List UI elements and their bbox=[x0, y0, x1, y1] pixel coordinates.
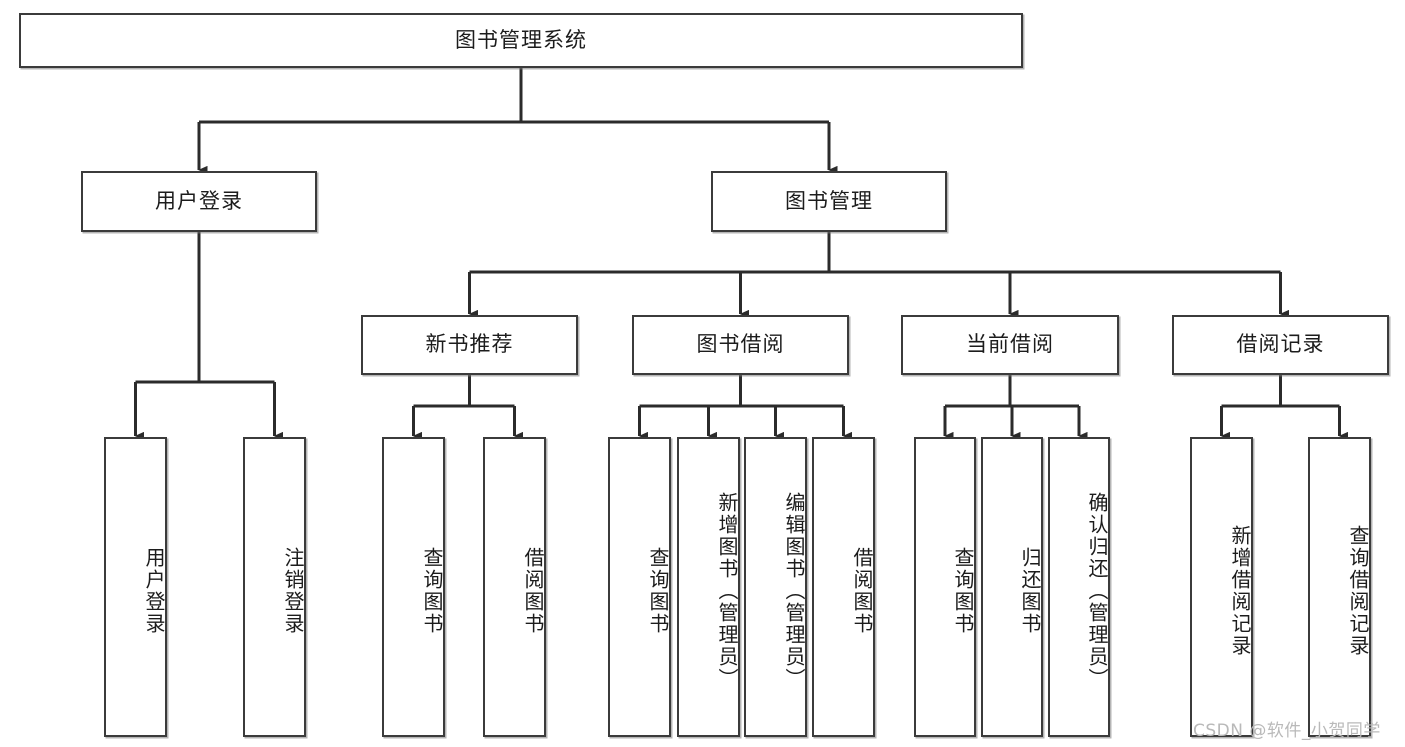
node-leaf-user-login-label: 用户登录 bbox=[142, 547, 166, 635]
node-leaf-rec-query-book[interactable]: 查询图书 bbox=[382, 437, 445, 737]
csdn-watermark: CSDN @软件_小贺同学 bbox=[1193, 721, 1381, 741]
node-book-borrow-label: 图书借阅 bbox=[696, 332, 785, 357]
node-leaf-user-logout-label: 注销登录 bbox=[281, 547, 305, 635]
node-leaf-cur-return-book[interactable]: 归还图书 bbox=[981, 437, 1043, 737]
node-leaf-borrow-add-book[interactable]: 新增图书（管理员） bbox=[677, 437, 740, 737]
node-root-label: 图书管理系统 bbox=[455, 27, 587, 52]
node-leaf-rec-borrow-book[interactable]: 借阅图书 bbox=[483, 437, 546, 737]
node-leaf-cur-confirm-return[interactable]: 确认归还（管理员） bbox=[1048, 437, 1110, 737]
node-leaf-user-logout[interactable]: 注销登录 bbox=[243, 437, 306, 737]
node-book-borrow[interactable]: 图书借阅 bbox=[632, 315, 849, 375]
node-leaf-borrow-edit-book-label: 编辑图书（管理员） bbox=[782, 492, 806, 690]
node-current-borrow[interactable]: 当前借阅 bbox=[901, 315, 1119, 375]
node-leaf-rec-add-record-label: 新增借阅记录 bbox=[1228, 525, 1252, 657]
node-user-login-label: 用户登录 bbox=[155, 188, 243, 213]
node-leaf-cur-query-book-label: 查询图书 bbox=[951, 547, 975, 635]
node-borrow-record-label: 借阅记录 bbox=[1236, 332, 1325, 357]
node-borrow-record[interactable]: 借阅记录 bbox=[1172, 315, 1389, 375]
node-leaf-rec-add-record[interactable]: 新增借阅记录 bbox=[1190, 437, 1253, 737]
node-leaf-user-login[interactable]: 用户登录 bbox=[104, 437, 167, 737]
node-new-book-rec-label: 新书推荐 bbox=[425, 332, 514, 357]
node-leaf-rec-query-record[interactable]: 查询借阅记录 bbox=[1308, 437, 1371, 737]
node-leaf-cur-confirm-return-label: 确认归还（管理员） bbox=[1085, 492, 1109, 690]
node-leaf-borrow-borrow-book-label: 借阅图书 bbox=[850, 547, 874, 635]
node-leaf-cur-query-book[interactable]: 查询图书 bbox=[914, 437, 976, 737]
node-book-manage-label: 图书管理 bbox=[785, 188, 873, 213]
node-leaf-rec-query-book-label: 查询图书 bbox=[420, 547, 444, 635]
node-leaf-rec-borrow-book-label: 借阅图书 bbox=[521, 547, 545, 635]
node-leaf-borrow-borrow-book[interactable]: 借阅图书 bbox=[812, 437, 875, 737]
node-leaf-borrow-query-book[interactable]: 查询图书 bbox=[608, 437, 671, 737]
node-book-manage[interactable]: 图书管理 bbox=[711, 171, 947, 232]
node-new-book-rec[interactable]: 新书推荐 bbox=[361, 315, 578, 375]
node-leaf-borrow-edit-book[interactable]: 编辑图书（管理员） bbox=[744, 437, 807, 737]
node-leaf-borrow-add-book-label: 新增图书（管理员） bbox=[715, 492, 739, 690]
node-user-login[interactable]: 用户登录 bbox=[81, 171, 317, 232]
node-leaf-rec-query-record-label: 查询借阅记录 bbox=[1346, 525, 1370, 657]
node-current-borrow-label: 当前借阅 bbox=[966, 332, 1054, 357]
node-leaf-cur-return-book-label: 归还图书 bbox=[1018, 547, 1042, 635]
node-leaf-borrow-query-book-label: 查询图书 bbox=[646, 547, 670, 635]
node-root[interactable]: 图书管理系统 bbox=[19, 13, 1023, 68]
